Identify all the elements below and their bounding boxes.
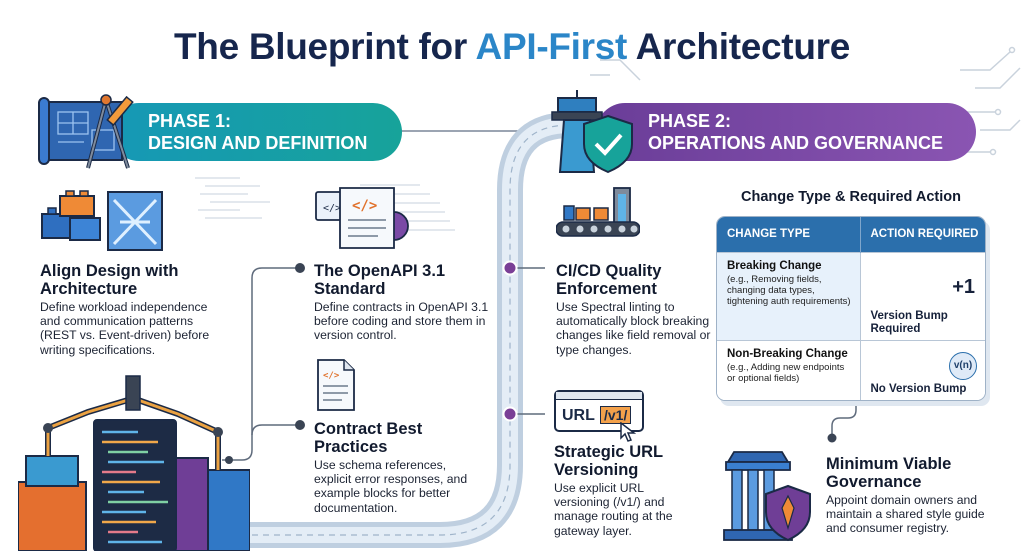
connector-contract xyxy=(251,424,300,436)
node-dot xyxy=(827,433,837,443)
governance-pillar-icon xyxy=(723,451,811,542)
page-title: The Blueprint for API-First Architecture xyxy=(173,26,850,67)
table-row: Non-Breaking Change (e.g., Adding new en… xyxy=(717,339,985,400)
change-type: Non-Breaking Change xyxy=(727,347,848,360)
conveyor-quality-icon xyxy=(556,187,640,237)
cicd-text: Use Spectral linting to automatically bl… xyxy=(556,300,711,357)
url-browser-icon: URL /v1/ xyxy=(554,390,644,432)
blueprint-compass-icon xyxy=(38,94,134,169)
cicd-title: CI/CD Quality Enforcement xyxy=(556,262,662,298)
url-title: Strategic URL Versioning xyxy=(554,443,663,479)
url-text: Use explicit URL versioning (/v1/) and m… xyxy=(554,481,673,538)
table-row: Breaking Change (e.g., Removing fields, … xyxy=(717,251,985,340)
phase2-title: OPERATIONS AND GOVERNANCE xyxy=(648,133,944,153)
connector-governance xyxy=(831,390,857,436)
circuit-lines xyxy=(590,46,1021,156)
phase2-banner: PHASE 2: OPERATIONS AND GOVERNANCE xyxy=(596,103,976,161)
phase1-title: DESIGN AND DEFINITION xyxy=(148,133,368,153)
svg-text:</>: </> xyxy=(352,198,377,214)
svg-text:</>: </> xyxy=(323,371,340,381)
phase1-label: PHASE 1: xyxy=(148,111,232,131)
robot-server-icon xyxy=(18,375,250,551)
pipeline-dash xyxy=(230,124,600,536)
column-header: ACTION REQUIRED xyxy=(859,217,985,252)
increment-badge: +1 xyxy=(952,275,975,298)
building-blocks-icon xyxy=(41,190,163,251)
node-dot xyxy=(295,263,305,273)
change-table: CHANGE TYPE ACTION REQUIRED Breaking Cha… xyxy=(716,216,986,401)
url-label: URL xyxy=(562,407,595,424)
change-type: Breaking Change xyxy=(727,259,822,272)
governance-text: Appoint domain owners and maintain a sha… xyxy=(826,493,985,536)
openapi-title: The OpenAPI 3.1 Standard xyxy=(314,262,446,298)
change-detail: (e.g., Removing fields, changing data ty… xyxy=(727,273,851,308)
required-action: Version Bump Required xyxy=(870,309,948,335)
phase2-label: PHASE 2: xyxy=(648,111,732,131)
align-title: Align Design with Architecture xyxy=(40,262,179,298)
column-header: CHANGE TYPE xyxy=(717,217,860,252)
contract-title: Contract Best Practices xyxy=(314,420,423,456)
url-version-badge: /v1/ xyxy=(600,406,632,424)
node-dot xyxy=(295,420,305,430)
svg-text:</>: </> xyxy=(323,203,341,214)
connector-openapi xyxy=(222,267,300,461)
required-action: No Version Bump xyxy=(870,382,967,395)
change-detail: (e.g., Adding new endpoints or optional … xyxy=(727,361,845,384)
governance-title: Minimum Viable Governance xyxy=(826,455,952,491)
contract-text: Use schema references, explicit error re… xyxy=(314,458,468,515)
cursor-icon xyxy=(620,422,636,442)
contract-document-icon: </> xyxy=(317,359,355,411)
openapi-text: Define contracts in OpenAPI 3.1 before c… xyxy=(314,300,489,343)
pipeline-node xyxy=(502,406,518,422)
phase1-banner: PHASE 1: DESIGN AND DEFINITION xyxy=(110,103,402,161)
align-text: Define workload independence and communi… xyxy=(40,300,210,357)
node-dot xyxy=(225,456,233,464)
pipeline-node xyxy=(502,260,518,276)
openapi-document-icon: </> </> xyxy=(315,187,409,249)
table-caption: Change Type & Required Action xyxy=(741,189,961,205)
control-tower-shield-icon xyxy=(551,90,633,174)
version-badge: v(n) xyxy=(949,351,977,380)
